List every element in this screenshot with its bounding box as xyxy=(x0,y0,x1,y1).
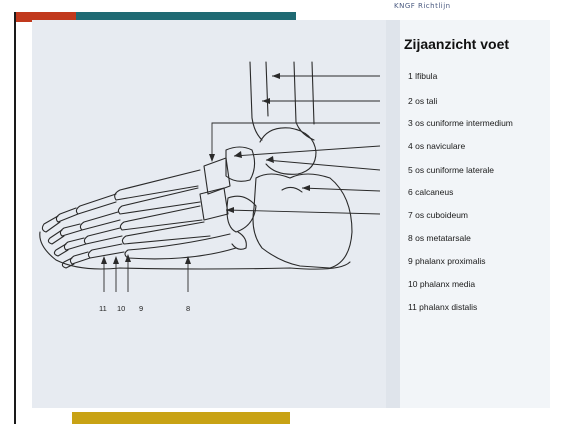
phalanx-proximalis-outline xyxy=(76,194,116,214)
bottom-label-9: 9 xyxy=(139,304,143,313)
phalanx-media-outline xyxy=(56,208,78,222)
legend-item: 1 lfibula xyxy=(408,71,437,81)
legend-item: 9 phalanx proximalis xyxy=(408,256,485,266)
cuneiform-laterale-outline xyxy=(200,188,228,220)
bottom-label-11: 11 xyxy=(99,304,107,313)
bottom-label-10: 10 xyxy=(117,304,125,313)
legend-title: Zijaanzicht voet xyxy=(404,36,509,52)
legend-item: 11 phalanx distalis xyxy=(408,302,477,312)
cuboid-outline xyxy=(227,196,256,232)
fibula-outline xyxy=(250,62,262,140)
bottom-label-8: 8 xyxy=(186,304,190,313)
legend-item: 8 os metatarsale xyxy=(408,233,471,243)
legend-item: 4 os naviculare xyxy=(408,141,465,151)
metatarsal-1-outline xyxy=(115,170,200,200)
phalanx-distalis-outline xyxy=(42,216,60,232)
legend-item: 7 os cuboideum xyxy=(408,210,468,220)
legend-item: 3 os cuniforme intermedium xyxy=(408,118,513,128)
legend-item: 2 os tali xyxy=(408,96,437,106)
legend-item: 10 phalanx media xyxy=(408,279,475,289)
legend-item: 6 calcaneus xyxy=(408,187,453,197)
legend-item: 5 os cuniforme laterale xyxy=(408,165,494,175)
